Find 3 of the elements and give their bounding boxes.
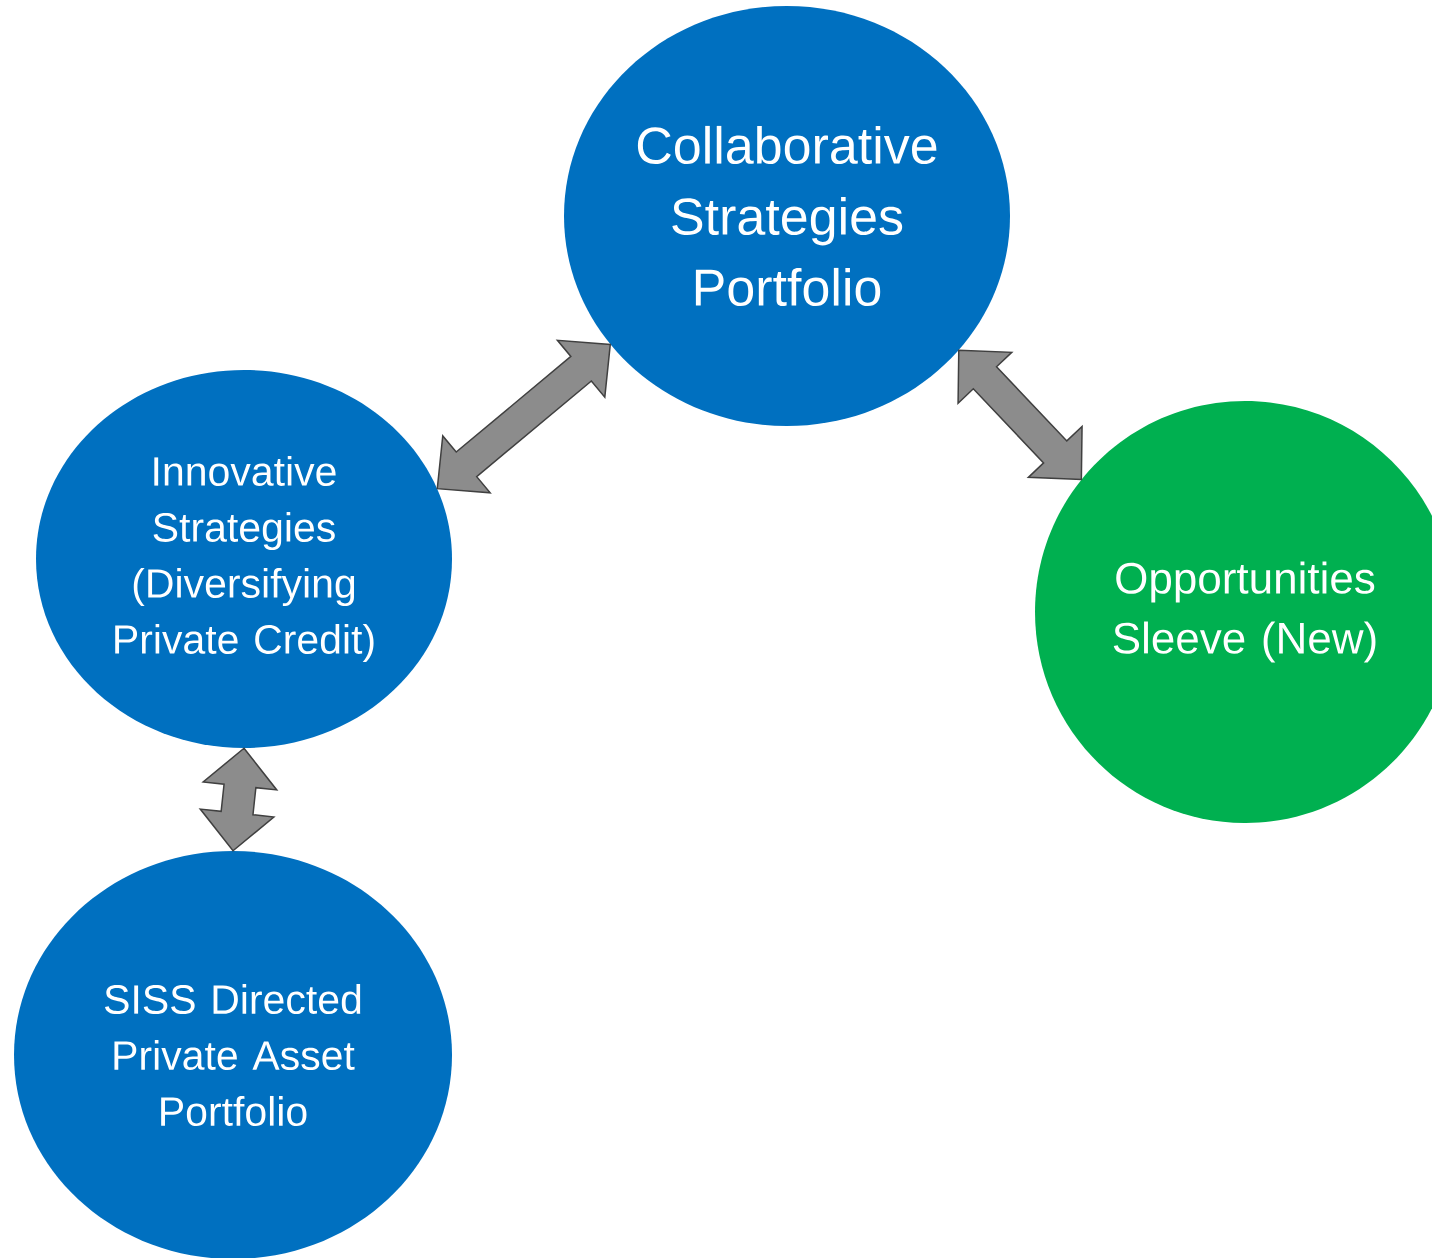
double-arrow [198, 747, 279, 852]
double-arrow [436, 339, 612, 494]
double-arrow [957, 349, 1083, 481]
